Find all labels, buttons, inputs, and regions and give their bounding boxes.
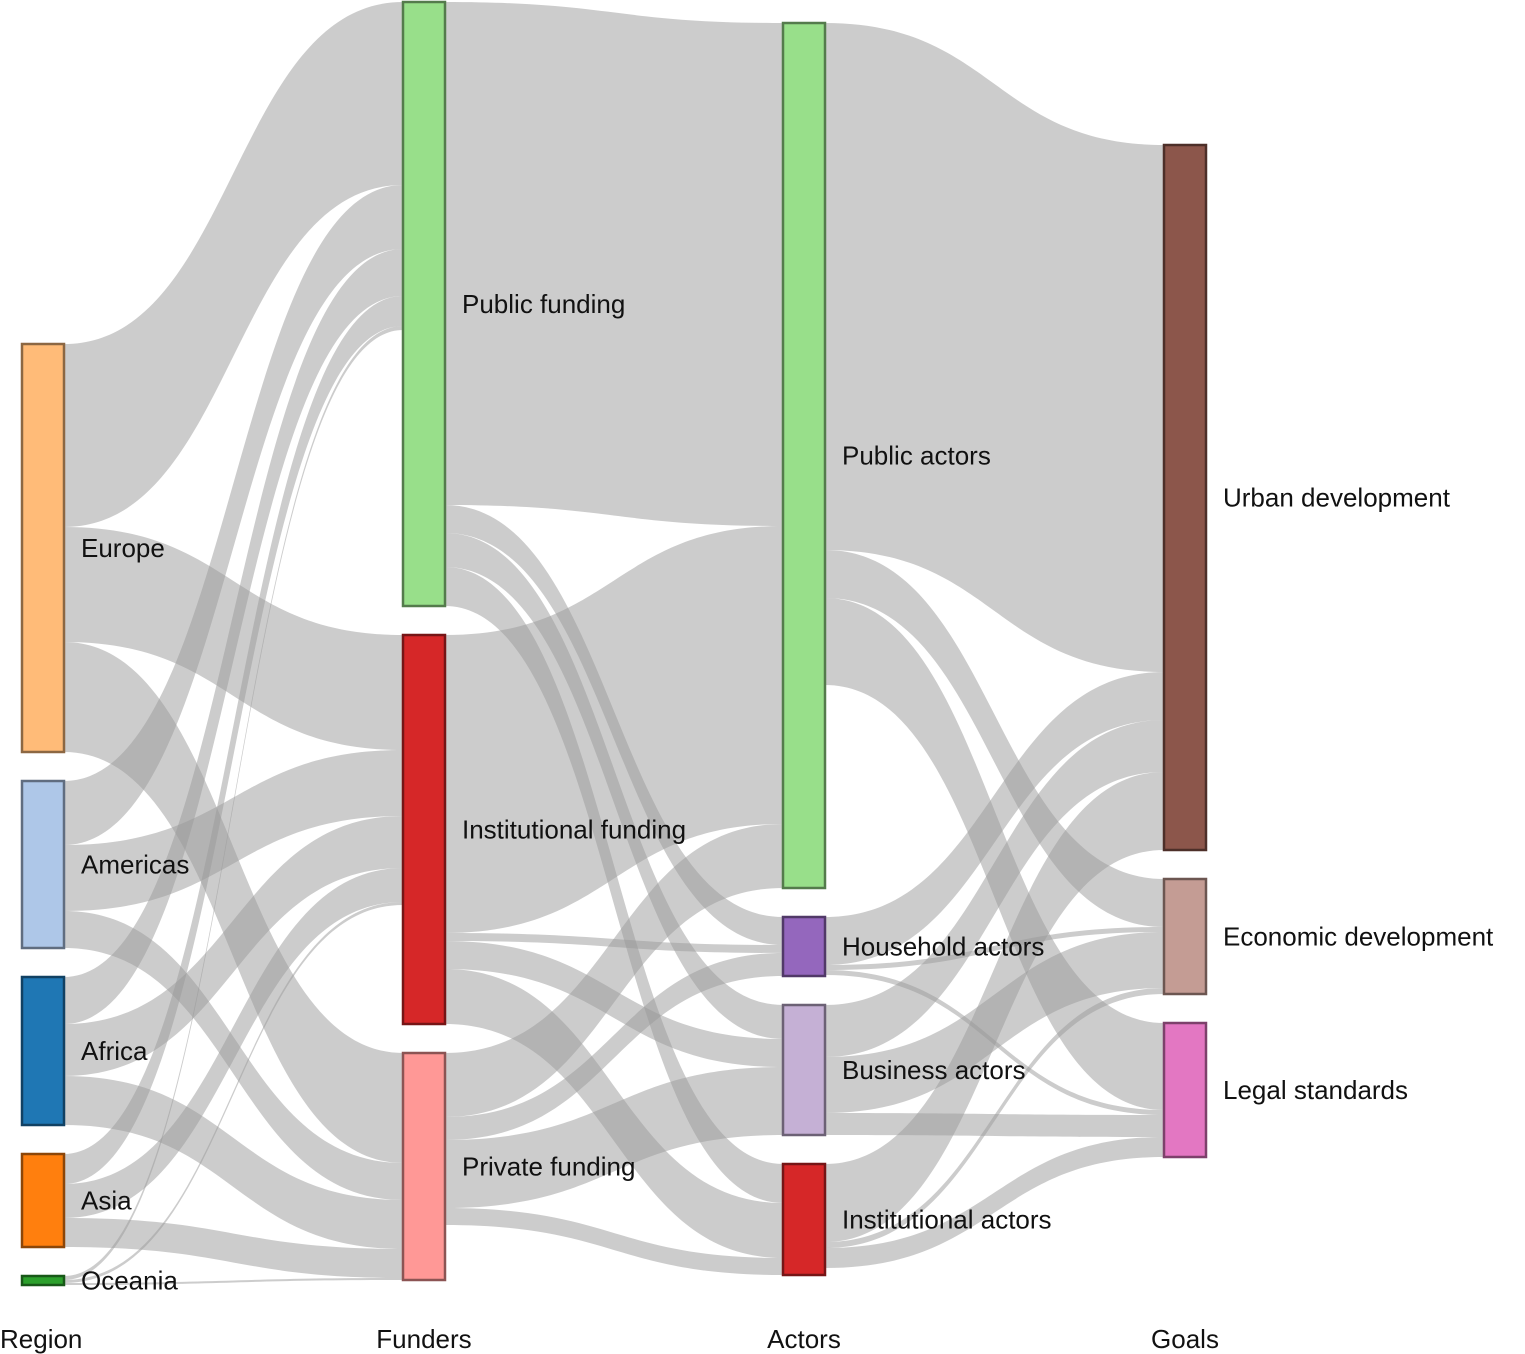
node-label-business_actors: Business actors	[842, 1055, 1026, 1085]
link-institutional_funding-to-public_actors	[445, 526, 783, 933]
node-label-africa: Africa	[81, 1036, 148, 1066]
link-institutional_actors-to-legal_standards	[825, 1137, 1164, 1268]
link-household_actors-to-urban_development	[825, 672, 1164, 965]
link-africa-to-institutional_funding	[64, 816, 403, 1076]
link-asia-to-institutional_funding	[64, 868, 403, 1218]
column-headers: Region Funders Actors Goals	[0, 1324, 1219, 1354]
link-private_funding-to-business_actors	[445, 1067, 783, 1208]
node-africa	[20, 975, 66, 1127]
node-institutional_actors	[781, 1162, 827, 1277]
link-americas-to-institutional_funding	[64, 750, 403, 911]
node-label-institutional_actors: Institutional actors	[842, 1205, 1052, 1235]
node-label-household_actors: Household actors	[842, 932, 1044, 962]
node-label-asia: Asia	[81, 1186, 132, 1216]
link-europe-to-public_funding	[64, 2, 403, 527]
node-europe	[20, 342, 66, 754]
nodes-layer	[20, 0, 1208, 1287]
link-institutional_funding-to-business_actors	[445, 941, 783, 1067]
link-africa-to-public_funding	[64, 249, 403, 1024]
link-africa-to-private_funding	[64, 1076, 403, 1249]
node-public_actors	[781, 21, 827, 890]
link-institutional_actors-to-economic_development	[825, 988, 1164, 1248]
node-label-economic_development: Economic development	[1223, 922, 1494, 952]
node-business_actors	[781, 1003, 827, 1137]
node-oceania	[20, 1274, 66, 1287]
link-business_actors-to-urban_development	[825, 720, 1164, 1057]
node-label-urban_development: Urban development	[1223, 483, 1451, 513]
node-label-legal_standards: Legal standards	[1223, 1075, 1408, 1105]
column-header-funders: Funders	[376, 1324, 471, 1354]
node-institutional_funding	[401, 633, 447, 1026]
column-header-goals: Goals	[1151, 1324, 1219, 1354]
link-private_funding-to-public_actors	[445, 824, 783, 1117]
link-institutional_actors-to-urban_development	[825, 772, 1164, 1242]
node-economic_development	[1162, 877, 1208, 996]
node-label-public_actors: Public actors	[842, 441, 991, 471]
link-public_funding-to-institutional_actors	[445, 567, 783, 1203]
link-oceania-to-private_funding	[64, 1278, 403, 1285]
node-public_funding	[401, 0, 447, 608]
node-label-public_funding: Public funding	[462, 289, 625, 319]
link-asia-to-private_funding	[64, 1218, 403, 1278]
link-oceania-to-institutional_funding	[64, 902, 403, 1283]
node-label-private_funding: Private funding	[462, 1152, 635, 1182]
link-public_funding-to-public_actors	[445, 2, 783, 526]
node-label-institutional_funding: Institutional funding	[462, 815, 686, 845]
link-household_actors-to-economic_development	[825, 927, 1164, 970]
node-urban_development	[1162, 143, 1208, 852]
column-header-actors: Actors	[767, 1324, 841, 1354]
links-layer	[64, 2, 1164, 1285]
node-asia	[20, 1152, 66, 1249]
link-asia-to-public_funding	[64, 296, 403, 1184]
link-oceania-to-public_funding	[64, 326, 403, 1280]
node-americas	[20, 779, 66, 950]
column-header-region: Region	[0, 1324, 82, 1354]
link-public_actors-to-economic_development	[825, 550, 1164, 927]
node-legal_standards	[1162, 1021, 1208, 1159]
link-private_funding-to-household_actors	[445, 953, 783, 1140]
node-label-oceania: Oceania	[81, 1266, 178, 1296]
link-americas-to-public_funding	[64, 185, 403, 845]
link-private_funding-to-institutional_actors	[445, 1208, 783, 1275]
link-public_actors-to-urban_development	[825, 23, 1164, 672]
node-label-europe: Europe	[81, 533, 165, 563]
node-private_funding	[401, 1051, 447, 1282]
node-household_actors	[781, 915, 827, 978]
node-label-americas: Americas	[81, 850, 189, 880]
